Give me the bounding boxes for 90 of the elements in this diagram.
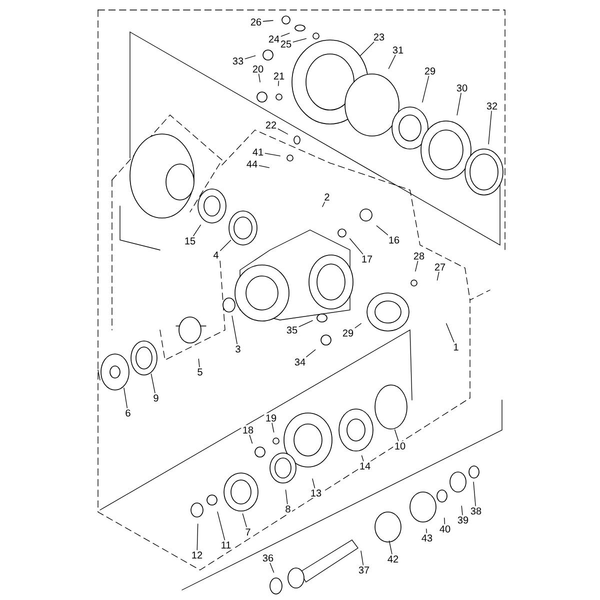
callout-number: 38: [469, 506, 483, 516]
leader-line: [388, 540, 392, 554]
callout-number: 29: [423, 66, 437, 76]
callout-number: 7: [244, 527, 252, 537]
callout-number: 28: [412, 251, 426, 261]
leader-line: [360, 550, 364, 566]
leader-line: [280, 32, 290, 37]
callout-number: 33: [231, 56, 245, 66]
callout-number: 11: [219, 540, 233, 550]
callout-number: 2: [322, 192, 332, 202]
callout-number: 40: [438, 524, 452, 534]
leader-line: [298, 320, 313, 328]
callout-number: 36: [261, 553, 275, 563]
callout-number: 26: [249, 17, 263, 27]
leader-line: [456, 92, 462, 116]
callout-number: 43: [420, 533, 434, 543]
callout-number: 32: [485, 101, 499, 111]
callout-number: 4: [212, 250, 220, 260]
callout-number: 24: [267, 34, 281, 44]
leader-line: [270, 562, 274, 573]
leader-line: [376, 225, 388, 236]
leader-line: [217, 511, 226, 540]
leader-line: [232, 316, 238, 344]
callout-number: 42: [386, 554, 400, 564]
leader-line: [150, 374, 156, 394]
leader-line: [446, 323, 454, 342]
leader-line: [278, 128, 288, 134]
leader-line: [426, 528, 427, 534]
leader-line: [262, 20, 274, 22]
leader-line: [220, 240, 232, 251]
callout-number: 3: [234, 344, 242, 354]
callout-number: 13: [309, 488, 323, 498]
leader-line: [422, 76, 430, 102]
callout-number: 41: [251, 147, 265, 157]
callout-number: 31: [391, 45, 405, 55]
leader-line: [292, 38, 307, 42]
leader-line: [350, 238, 364, 254]
leader-line: [394, 429, 399, 442]
callout-number: 30: [455, 83, 469, 93]
callout-number: 21: [272, 71, 286, 81]
callout-number: 6: [124, 408, 132, 418]
leader-line: [444, 518, 446, 524]
leader-line: [264, 152, 280, 156]
callout-number: 25: [279, 39, 293, 49]
leader-line: [361, 455, 364, 462]
leader-line: [415, 260, 418, 272]
leader-line: [306, 349, 316, 358]
leader-line: [258, 165, 270, 168]
leader-line: [285, 490, 288, 504]
leader-line: [488, 110, 492, 144]
leader-line: [198, 358, 200, 368]
leader-line: [322, 202, 325, 208]
leader-line: [244, 55, 256, 60]
leader-line: [272, 422, 274, 432]
callout-number: 44: [245, 159, 259, 169]
callout-number: 9: [152, 393, 160, 403]
callout-number: 35: [285, 325, 299, 335]
callout-number: 37: [357, 565, 371, 575]
callout-number: 18: [241, 425, 255, 435]
leader-line: [196, 524, 198, 550]
callout-number: 1: [452, 342, 460, 352]
leader-line: [124, 388, 128, 408]
leader-line: [193, 224, 201, 236]
leader-line: [436, 272, 440, 280]
leader-line: [360, 42, 374, 56]
callout-number: 5: [196, 367, 204, 377]
leader-line: [249, 434, 253, 444]
callout-number: 10: [393, 441, 407, 451]
callout-number: 17: [360, 254, 374, 264]
callout-number: 12: [190, 550, 204, 560]
callout-number: 39: [456, 515, 470, 525]
leader-line: [461, 506, 463, 516]
leader-line: [388, 54, 396, 69]
callout-number: 34: [293, 357, 307, 367]
callout-number: 15: [183, 236, 197, 246]
callout-number: 14: [358, 461, 372, 471]
leader-line: [278, 80, 279, 86]
callout-number: 16: [387, 235, 401, 245]
callout-number: 19: [264, 413, 278, 423]
leader-line: [354, 323, 362, 328]
callout-number: 27: [433, 262, 447, 272]
leader-line: [258, 74, 260, 82]
callout-number: 29: [341, 328, 355, 338]
callout-number: 20: [251, 64, 265, 74]
leader-line: [242, 513, 247, 528]
callout-number: 8: [284, 504, 292, 514]
callout-number: 23: [372, 32, 386, 42]
callout-number: 22: [264, 120, 278, 130]
leader-line: [473, 482, 476, 506]
leader-line: [312, 478, 316, 488]
